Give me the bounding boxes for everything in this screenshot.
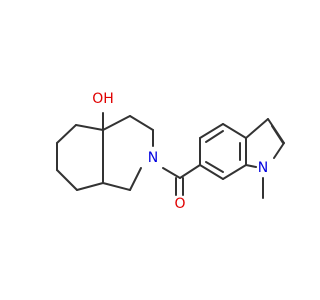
bond	[129, 167, 142, 191]
bond	[199, 123, 224, 139]
bond	[102, 182, 131, 191]
structure-canvas: OH N O N	[56, 91, 285, 212]
bond	[222, 164, 247, 180]
bond	[76, 182, 104, 191]
bond	[199, 164, 224, 180]
indole-benzene-ring	[199, 123, 247, 180]
bond	[245, 118, 269, 139]
bond	[205, 161, 224, 173]
bond-n-c	[162, 167, 181, 179]
bond	[271, 125, 284, 144]
bond	[245, 164, 257, 168]
indole-pyrrole-ring	[245, 118, 285, 168]
piperidine-ring	[102, 115, 154, 191]
carbonyl-group	[162, 164, 201, 196]
bond	[75, 124, 104, 131]
bond	[222, 123, 247, 139]
bond	[56, 124, 77, 144]
atom-label-n-amide: N	[148, 150, 158, 166]
bond	[273, 142, 285, 159]
atom-label-n-indole: N	[258, 160, 268, 176]
molecule-structure: OH N O N	[56, 91, 285, 212]
bond-c-aryl	[179, 164, 201, 179]
bond	[102, 115, 131, 131]
bond	[56, 169, 78, 191]
atom-label-o-carbonyl: O	[174, 196, 185, 212]
atom-label-oh: OH	[92, 91, 114, 107]
cyclohexane-ring	[56, 124, 104, 191]
bond	[205, 130, 224, 143]
bond	[129, 115, 154, 131]
